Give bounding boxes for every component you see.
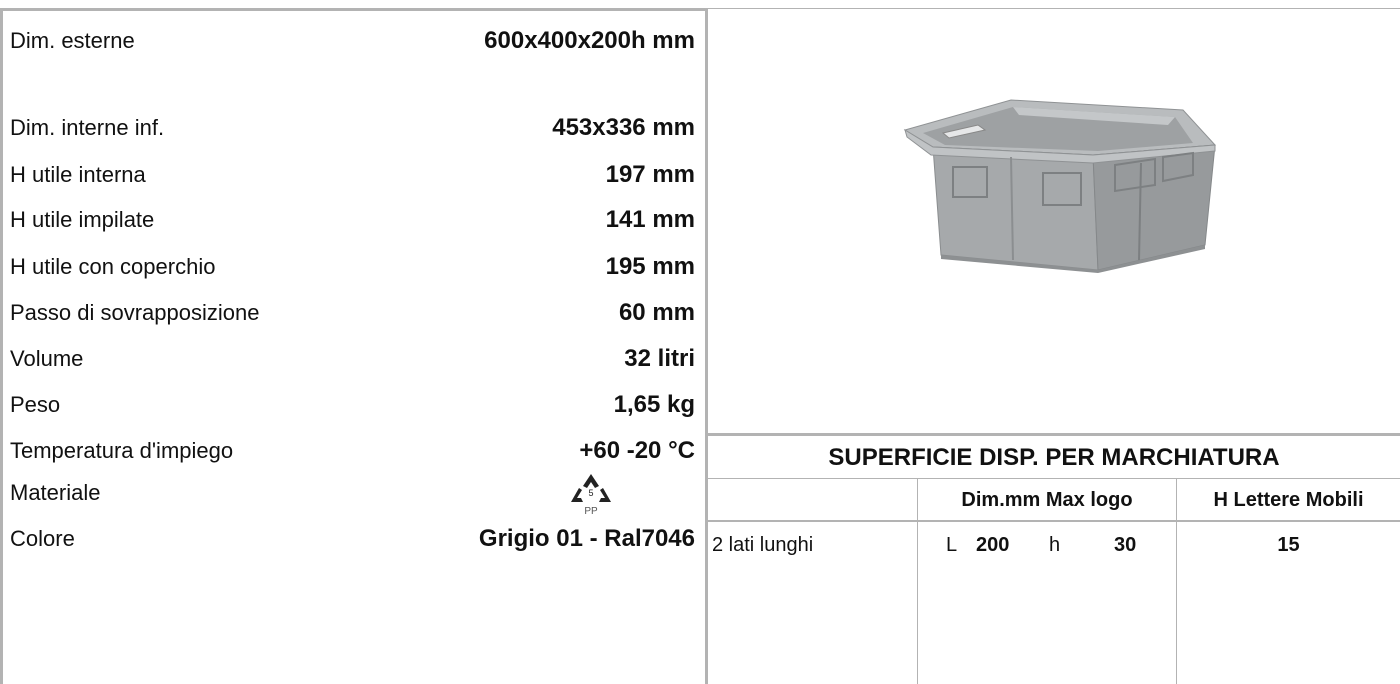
spec-row-colore: Colore Grigio 01 - Ral7046 xyxy=(10,518,695,560)
recycle-material: PP xyxy=(584,506,598,517)
recycle-code: 5 xyxy=(588,488,593,498)
col-header-letters: H Lettere Mobili xyxy=(1213,489,1364,511)
spec-value: 141 mm xyxy=(605,206,695,233)
spec-label: Temperatura d'impiego xyxy=(10,438,234,463)
spec-label: Colore xyxy=(10,526,75,551)
marking-subheader-border xyxy=(708,520,1400,522)
top-border-right xyxy=(708,8,1400,9)
spec-label: H utile con coperchio xyxy=(10,254,216,279)
spec-row-materiale: Materiale 5 PP xyxy=(10,472,695,517)
left-border xyxy=(0,8,3,684)
spec-row-passo: Passo di sovrapposizione 60 mm xyxy=(10,292,695,334)
marking-col-divider-1 xyxy=(917,479,918,684)
marking-col-divider-2 xyxy=(1176,479,1177,684)
spec-row-h-utile-coperchio: H utile con coperchio 195 mm xyxy=(10,246,695,288)
recycle-pp-icon: 5 PP xyxy=(569,472,613,518)
row-h-value: 30 xyxy=(1114,534,1137,556)
spec-label: Materiale xyxy=(10,480,101,505)
spec-label: H utile interna xyxy=(10,162,146,187)
product-crate-image xyxy=(893,95,1225,273)
spec-row-dim-interne: Dim. interne inf. 453x336 mm xyxy=(10,107,695,149)
spec-value: Grigio 01 - Ral7046 xyxy=(478,525,695,552)
spec-row-h-utile-impilate: H utile impilate 141 mm xyxy=(10,199,695,241)
spec-value: 1,65 kg xyxy=(613,391,695,418)
spec-value: 197 mm xyxy=(605,161,695,188)
spec-row-peso: Peso 1,65 kg xyxy=(10,384,695,426)
spec-row-volume: Volume 32 litri xyxy=(10,338,695,380)
center-divider xyxy=(705,8,708,684)
spec-label: Volume xyxy=(10,346,84,371)
top-border-left xyxy=(0,8,708,11)
marking-title: SUPERFICIE DISP. PER MARCHIATURA xyxy=(828,444,1280,471)
row-side: 2 lati lunghi xyxy=(712,534,814,556)
spec-label: Peso xyxy=(10,392,61,417)
row-l-value: 200 xyxy=(976,534,1010,556)
spec-label: Dim. interne inf. xyxy=(10,115,165,140)
spec-value: 32 litri xyxy=(624,345,695,372)
spec-value: 195 mm xyxy=(605,253,695,280)
spec-value: 60 mm xyxy=(618,299,695,326)
spec-value: +60 -20 °C xyxy=(579,437,695,464)
row-letters: 15 xyxy=(1277,534,1300,556)
marking-top-border xyxy=(708,433,1400,436)
spec-row-temperatura: Temperatura d'impiego +60 -20 °C xyxy=(10,430,695,472)
marking-header-border xyxy=(708,478,1400,479)
spec-label: Dim. esterne xyxy=(10,28,135,53)
spec-row-dim-esterne: Dim. esterne 600x400x200h mm xyxy=(10,20,695,62)
spec-row-h-utile-interna: H utile interna 197 mm xyxy=(10,154,695,196)
spec-value: 453x336 mm xyxy=(552,114,695,141)
spec-label: Passo di sovrapposizione xyxy=(10,300,260,325)
row-h-label: h xyxy=(1049,534,1061,556)
col-header-dim: Dim.mm Max logo xyxy=(961,489,1133,511)
spec-value: 600x400x200h mm xyxy=(484,27,695,54)
spec-label: H utile impilate xyxy=(10,207,155,232)
row-l-label: L xyxy=(946,534,958,556)
